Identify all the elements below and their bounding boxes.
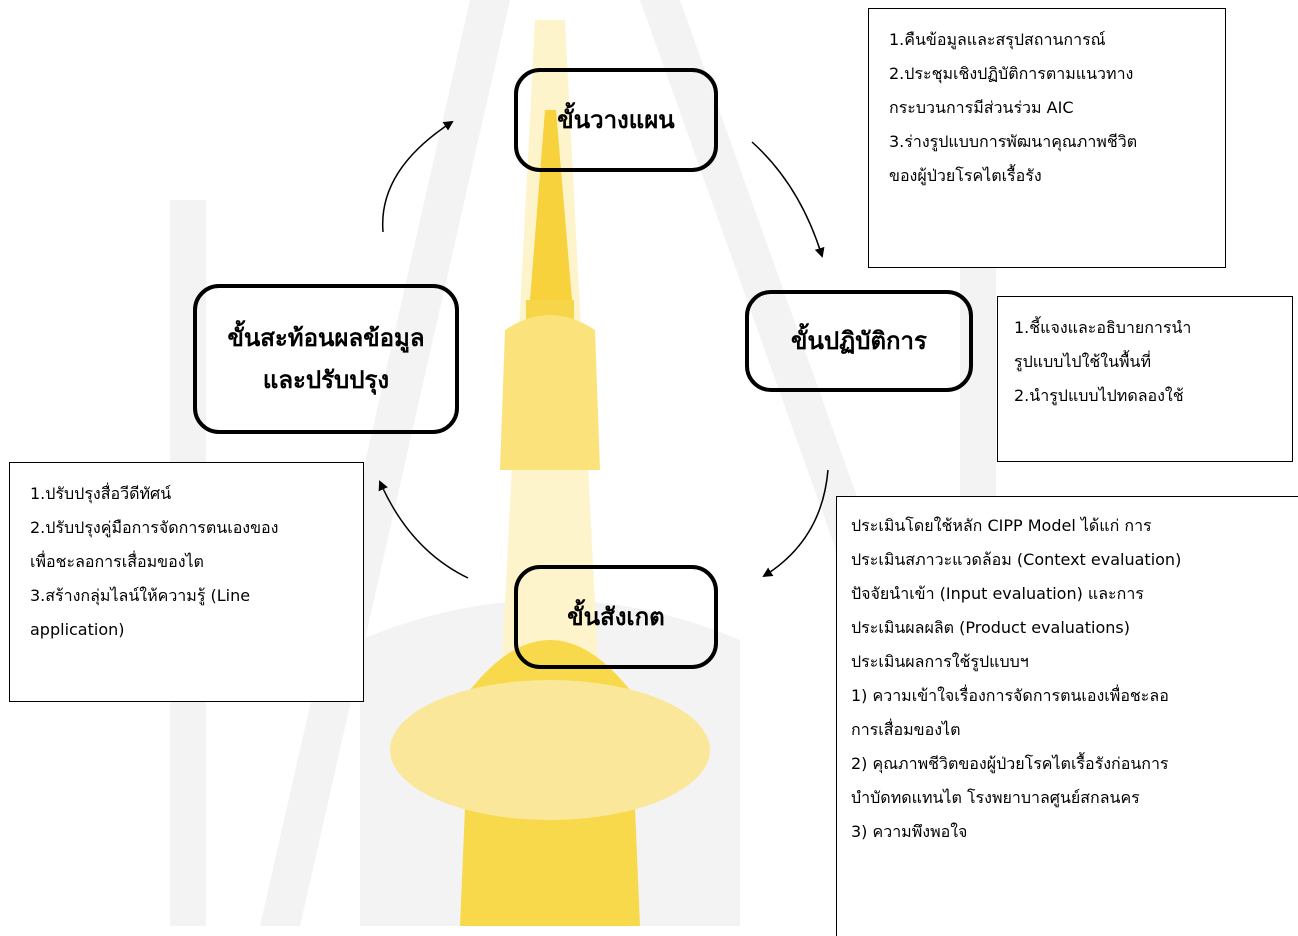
planning-note-line: 3.ร่างรูปแบบการพัฒนาคุณภาพชีวิต [889,132,1138,151]
planning-notes: 1.คืนข้อมูลและสรุปสถานการณ์ 2.ประชุมเชิง… [868,8,1226,268]
observation-note-line: ประเมินโดยใช้หลัก CIPP Model ได้แก่ การ [851,516,1152,535]
arrow-observation-to-reflection [378,480,469,579]
stage-observation: ขั้นสังเกต [514,565,718,669]
reflection-note-line: เพื่อชะลอการเสื่อมของไต [30,552,204,571]
reflection-note-line: 1.ปรับปรุงสื่อวีดีทัศน์ [30,484,172,503]
stage-reflection: ขั้นสะท้อนผลข้อมูล และปรับปรุง [193,284,459,434]
action-notes: 1.ชี้แจงและอธิบายการนำ รูปแบบไปใช้ในพื้น… [997,296,1293,462]
observation-note-line: ประเมินผลผลิต (Product evaluations) [851,618,1130,637]
observation-notes: ประเมินโดยใช้หลัก CIPP Model ได้แก่ การ … [836,496,1298,936]
arrow-action-to-observation [762,469,829,578]
action-note-line: 2.นำรูปแบบไปทดลองใช้ [1014,386,1184,405]
stage-reflection-label-line1: ขั้นสะท้อนผลข้อมูล [227,324,425,352]
stage-action: ขั้นปฏิบัติการ [745,290,973,392]
planning-note-line: ของผู้ป่วยโรคไตเรื้อรัง [889,166,1042,185]
action-note-line: รูปแบบไปใช้ในพื้นที่ [1014,352,1152,371]
observation-note-line: ประเมินผลการใช้รูปแบบฯ [851,652,1029,671]
observation-note-line: 3) ความพึงพอใจ [851,822,968,841]
stage-planning-label: ขั้นวางแผน [557,106,675,134]
stage-observation-label: ขั้นสังเกต [567,603,665,631]
reflection-note-line: application) [30,620,125,639]
reflection-note-line: 2.ปรับปรุงคู่มือการจัดการตนเองของ [30,518,279,537]
planning-note-line: 2.ประชุมเชิงปฏิบัติการตามแนวทาง [889,64,1134,83]
observation-note-line: การเสื่อมของไต [851,720,961,739]
stage-reflection-label-line2: และปรับปรุง [262,366,390,394]
stage-action-label: ขั้นปฏิบัติการ [791,327,927,355]
planning-note-line: กระบวนการมีส่วนร่วม AIC [889,98,1074,117]
arrow-reflection-to-planning [381,120,454,233]
stage-planning: ขั้นวางแผน [514,68,718,172]
planning-note-line: 1.คืนข้อมูลและสรุปสถานการณ์ [889,30,1106,49]
observation-note-line: บำบัดทดแทนไต โรงพยาบาลศูนย์สกลนคร [851,788,1140,807]
action-note-line: 1.ชี้แจงและอธิบายการนำ [1014,318,1192,337]
observation-note-line: 1) ความเข้าใจเรื่องการจัดการตนเองเพื่อชะ… [851,686,1169,705]
observation-note-line: ปัจจัยนำเข้า (Input evaluation) และการ [851,584,1144,603]
reflection-notes: 1.ปรับปรุงสื่อวีดีทัศน์ 2.ปรับปรุงคู่มือ… [9,462,364,702]
observation-note-line: ประเมินสภาวะแวดล้อม (Context evaluation) [851,550,1182,569]
arrow-planning-to-action [751,141,825,258]
reflection-note-line: 3.สร้างกลุ่มไลน์ให้ความรู้ (Line [30,586,251,605]
observation-note-line: 2) คุณภาพชีวิตของผู้ป่วยโรคไตเรื้อรังก่อ… [851,754,1169,773]
